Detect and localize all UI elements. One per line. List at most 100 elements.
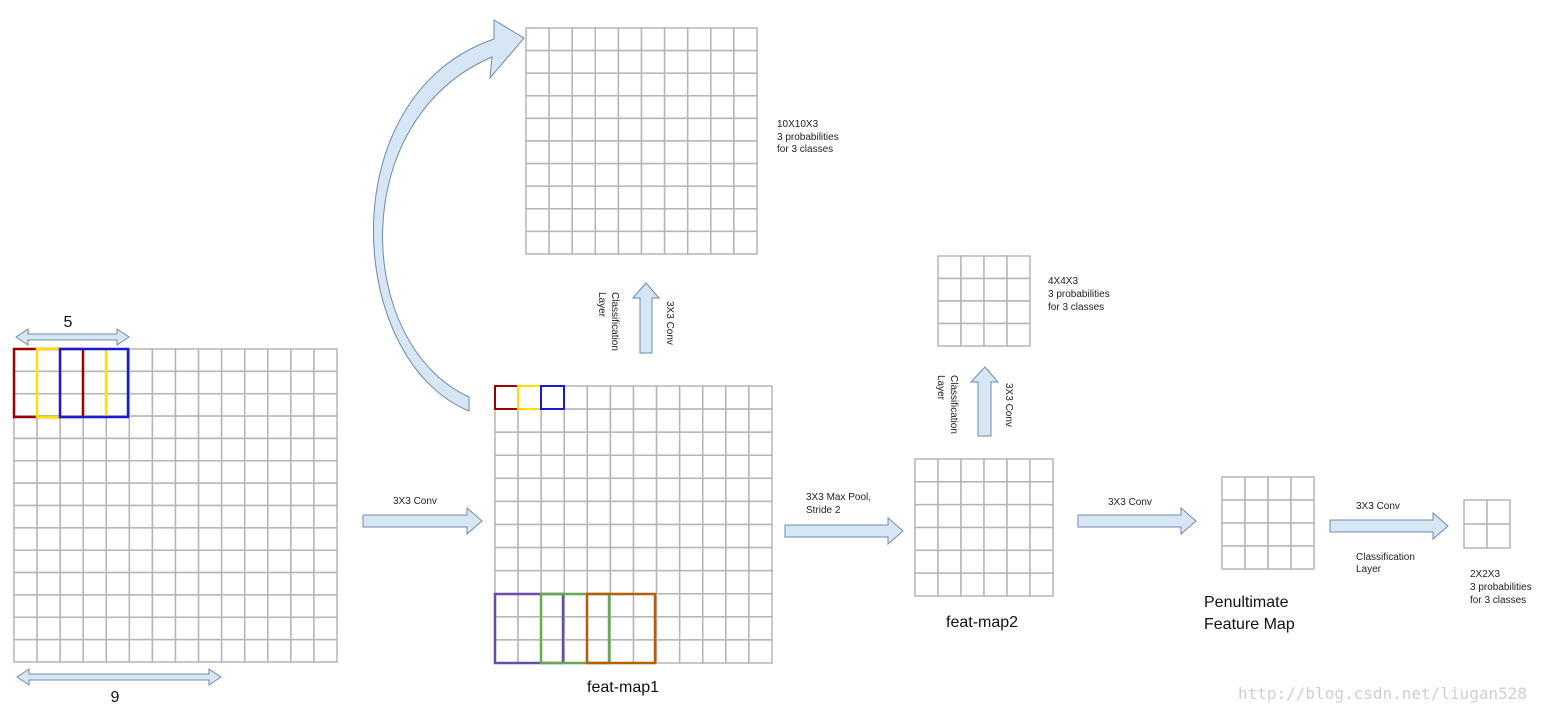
grid-cell: [151, 638, 177, 663]
grid-cell: [733, 230, 758, 255]
grid-cell: [128, 415, 154, 440]
grid-cell: [571, 117, 597, 142]
grid-cell: [13, 638, 38, 663]
grid-cell: [267, 594, 292, 619]
grid-cell: [1221, 522, 1246, 547]
grid-cell: [937, 481, 962, 506]
grid-cell: [13, 482, 38, 507]
grid-cell: [983, 322, 1008, 347]
grid-cell: [725, 408, 750, 433]
grid-cell: [563, 500, 589, 526]
grid-cell: [128, 370, 154, 395]
grid-cell: [59, 348, 84, 373]
grid-cell: [1244, 545, 1269, 570]
grid-cell: [663, 185, 689, 210]
grid-cell: [59, 549, 84, 574]
grid-cell: [36, 504, 61, 529]
grid-cell: [594, 208, 620, 233]
grid-cell: [686, 162, 712, 187]
grid-cell: [594, 162, 620, 187]
grid-cell: [105, 415, 131, 440]
grid-cell: [548, 162, 573, 187]
grid-cell: [290, 594, 315, 619]
grid-cell: [1290, 522, 1315, 547]
grid-cell: [678, 616, 704, 641]
grid-cell: [983, 503, 1008, 529]
grid-cell: [517, 639, 542, 664]
grid-cell: [548, 185, 573, 210]
grid-cell: [13, 549, 38, 574]
grid-cell: [1290, 499, 1315, 524]
grid-cell: [640, 49, 666, 74]
grid-cell: [586, 546, 612, 572]
grid-cell: [710, 27, 735, 52]
grid-cell: [82, 392, 108, 417]
dimension-label-9: 9: [111, 689, 120, 706]
grid-cell: [59, 616, 84, 641]
grid-cell: [609, 569, 635, 595]
arrow-conv-a: [362, 506, 483, 536]
featmap2-grid: [914, 458, 1054, 597]
grid-cell: [983, 458, 1008, 483]
grid-cell: [313, 527, 338, 551]
grid-cell: [220, 504, 246, 529]
grid-cell: [243, 616, 269, 641]
grid-cell: [243, 392, 269, 417]
grid-cell: [151, 616, 177, 641]
grid-cell: [725, 477, 750, 503]
grid-cell: [1006, 572, 1031, 597]
grid-cell: [525, 49, 550, 74]
grid-cell: [267, 571, 292, 596]
grid-cell: [151, 594, 177, 619]
grid-cell: [710, 162, 735, 187]
grid-cell: [609, 593, 635, 618]
grid-cell: [290, 348, 315, 373]
grid-cell: [540, 385, 565, 410]
grid-cell: [197, 348, 223, 373]
grid-cell: [494, 639, 519, 664]
grid-cell: [710, 72, 735, 97]
grid-cell: [702, 616, 727, 641]
label-classification-up-2a: Classification: [948, 375, 959, 434]
dimension-arrow-9: [16, 668, 222, 686]
grid-cell: [494, 454, 519, 480]
grid-cell: [197, 460, 223, 484]
grid-cell: [105, 482, 131, 507]
grid-cell: [702, 593, 727, 618]
grid-cell: [128, 616, 154, 641]
grid-cell: [105, 571, 131, 596]
grid-cell: [151, 549, 177, 574]
grid-cell: [313, 348, 338, 373]
grid-cell: [594, 72, 620, 97]
grid-cell: [174, 616, 200, 641]
grid-cell: [220, 348, 246, 373]
grid-cell: [82, 415, 108, 440]
grid-cell: [748, 639, 773, 664]
grid-cell: [563, 546, 589, 572]
grid-cell: [267, 415, 292, 440]
grid-cell: [586, 385, 612, 410]
grid-cell: [220, 616, 246, 641]
grid-cell: [243, 504, 269, 529]
grid-cell: [748, 523, 773, 549]
grid-cell: [914, 526, 939, 552]
grid-cell: [59, 527, 84, 551]
out2-line2: 3 probabilities: [1048, 289, 1110, 300]
grid-cell: [174, 549, 200, 574]
dimension-label-5: 5: [64, 314, 73, 331]
grid-cell: [290, 638, 315, 663]
grid-cell: [748, 593, 773, 618]
out1-line3: for 3 classes: [777, 144, 833, 155]
grid-cell: [914, 549, 939, 574]
grid-cell: [82, 594, 108, 619]
grid-cell: [197, 616, 223, 641]
grid-cell: [197, 415, 223, 440]
grid-cell: [197, 549, 223, 574]
grid-cell: [1486, 523, 1511, 549]
grid-cell: [267, 370, 292, 395]
grid-cell: [563, 639, 589, 664]
out1-line1: 10X10X3: [777, 119, 819, 130]
grid-cell: [725, 593, 750, 618]
grid-cell: [13, 504, 38, 529]
grid-cell: [494, 523, 519, 549]
